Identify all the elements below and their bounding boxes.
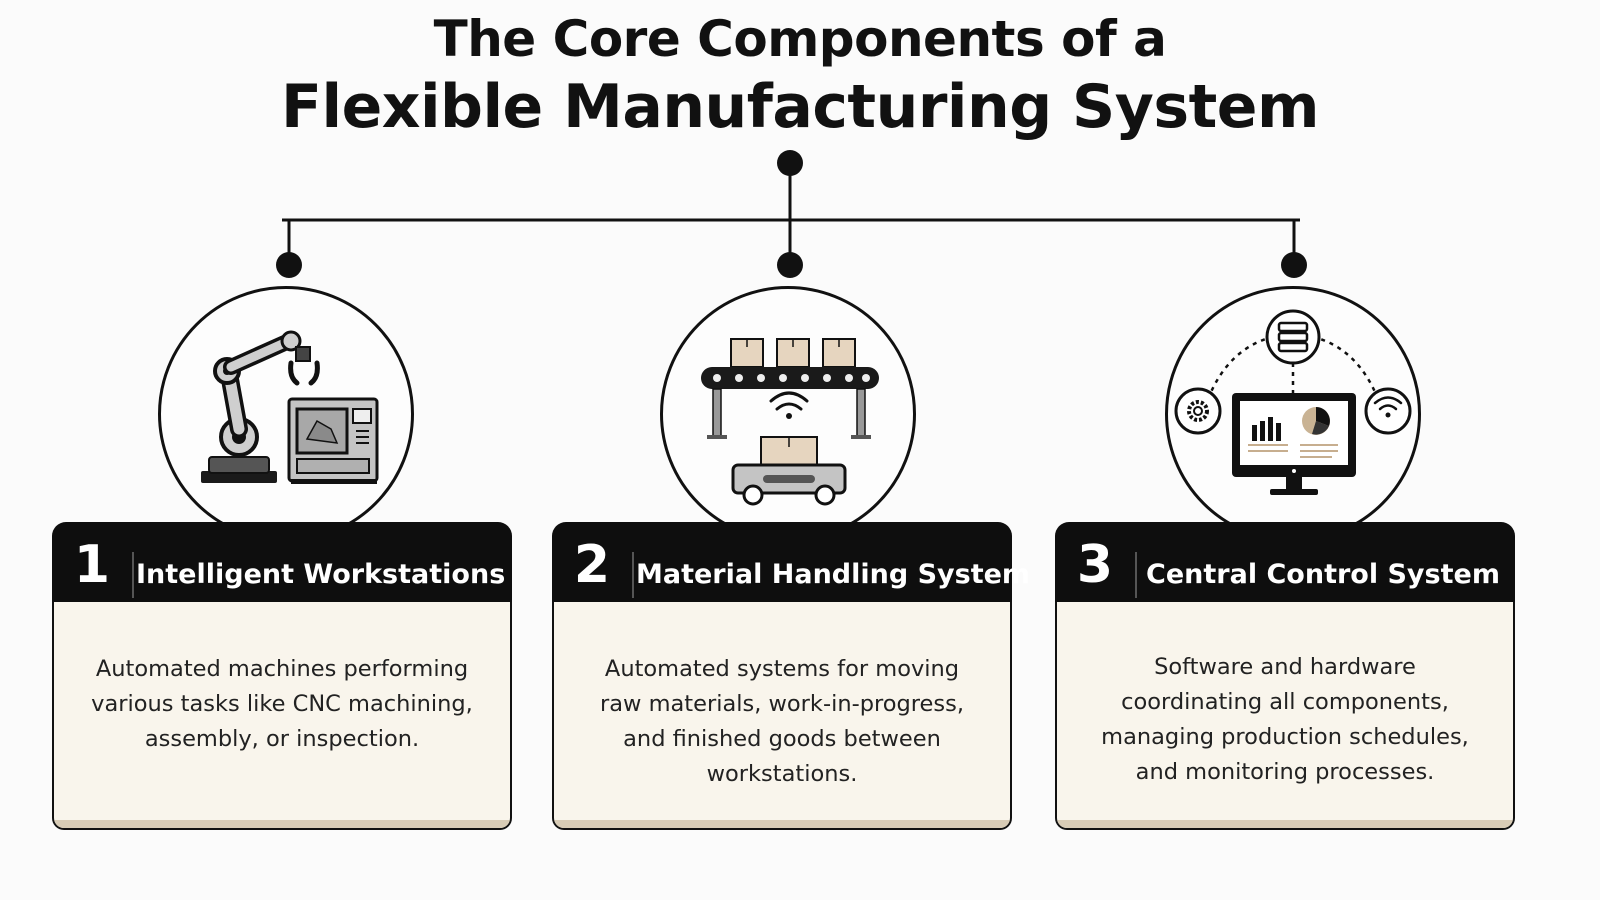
card-number: 2 — [573, 535, 611, 595]
control-monitor-network-icon — [1165, 286, 1421, 542]
header-divider — [1135, 552, 1137, 598]
component-card-2: 2 Material Handling System Automated sys… — [552, 522, 1031, 830]
title-line-2: Flexible Manufacturing System — [281, 72, 1319, 142]
card-description: Software and hardware coordinating all c… — [1101, 654, 1469, 785]
card-number: 3 — [1076, 535, 1114, 595]
card-title: Material Handling System — [636, 559, 1031, 590]
component-card-1: 1 Intelligent Workstations Automated mac… — [52, 522, 512, 830]
card-body: Software and hardware coordinating all c… — [1055, 602, 1515, 830]
branch-node-dot-1 — [276, 252, 302, 278]
card-title: Intelligent Workstations — [136, 559, 506, 590]
card-header: 1 Intelligent Workstations — [52, 522, 512, 602]
card-number: 1 — [73, 535, 111, 595]
card-description: Automated systems for moving raw materia… — [599, 656, 964, 787]
root-node-dot — [777, 150, 803, 176]
card-body: Automated machines performing various ta… — [52, 602, 512, 830]
card-header: 2 Material Handling System — [552, 522, 1031, 602]
card-description: Automated machines performing various ta… — [91, 656, 473, 752]
robot-arm-cnc-icon — [158, 286, 414, 542]
branch-node-dot-3 — [1281, 252, 1307, 278]
title-line-1: The Core Components of a — [433, 10, 1167, 68]
header-divider — [132, 552, 134, 598]
conveyor-agv-icon — [660, 286, 916, 542]
card-body: Automated systems for moving raw materia… — [552, 602, 1012, 830]
component-card-3: 3 Central Control System Software and ha… — [1055, 522, 1515, 830]
card-header: 3 Central Control System — [1055, 522, 1515, 602]
header-divider — [632, 552, 634, 598]
branch-node-dot-2 — [777, 252, 803, 278]
card-title: Central Control System — [1146, 559, 1500, 590]
